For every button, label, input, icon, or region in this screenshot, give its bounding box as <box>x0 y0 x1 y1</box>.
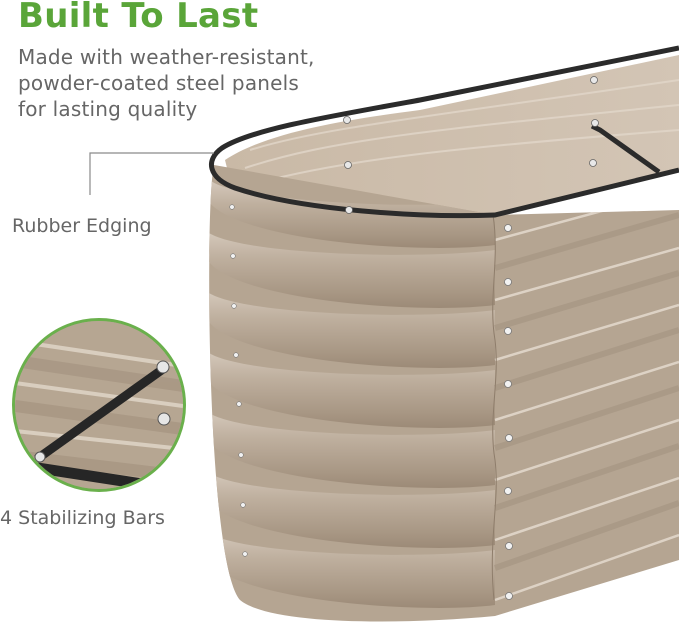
description-line: powder-coated steel panels <box>18 71 300 95</box>
description: Made with weather-resistant, powder-coat… <box>18 44 315 122</box>
headline: Built To Last <box>18 0 259 36</box>
stabilizing-bar-detail <box>12 318 186 492</box>
description-line: Made with weather-resistant, <box>18 45 315 69</box>
callout-stabilizing-bars: 4 Stabilizing Bars <box>0 507 165 529</box>
callout-rubber-edging: Rubber Edging <box>12 215 152 237</box>
end-ribs <box>209 180 495 608</box>
rubber-edging <box>209 45 679 219</box>
description-line: for lasting quality <box>18 97 198 121</box>
